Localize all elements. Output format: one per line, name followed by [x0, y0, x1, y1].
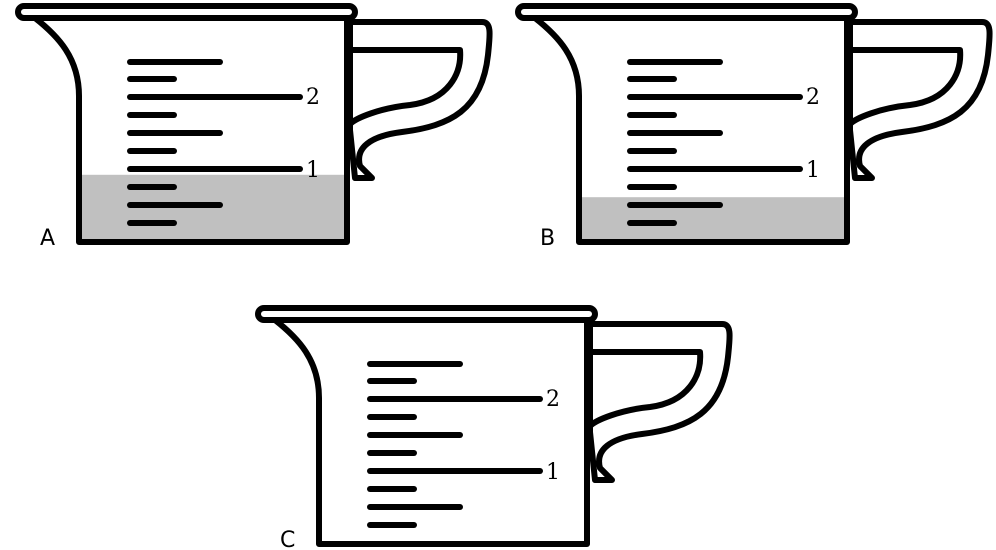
scale-label-2: 2: [546, 387, 560, 412]
scale-label-1: 1: [306, 158, 320, 183]
measuring-cup-a: 2 1 A: [18, 6, 490, 251]
scale-label-1: 1: [546, 460, 560, 485]
cup-label: A: [40, 226, 55, 251]
liquid-fill: [79, 175, 347, 242]
measuring-cup-c: 2 1 C: [258, 308, 730, 550]
scale-label-2: 2: [306, 85, 320, 110]
scale-label-1: 1: [806, 158, 820, 183]
measurement-scale: [370, 364, 540, 525]
cup-rim: [258, 308, 595, 320]
cup-handle: [350, 22, 490, 178]
cup-label: B: [540, 226, 555, 251]
cup-rim: [518, 6, 855, 18]
cup-label: C: [280, 528, 295, 550]
measuring-cup-b: 2 1 B: [518, 6, 990, 251]
cup-handle: [850, 22, 990, 178]
cup-rim: [18, 6, 355, 18]
cup-handle: [590, 324, 730, 480]
scale-label-2: 2: [806, 85, 820, 110]
